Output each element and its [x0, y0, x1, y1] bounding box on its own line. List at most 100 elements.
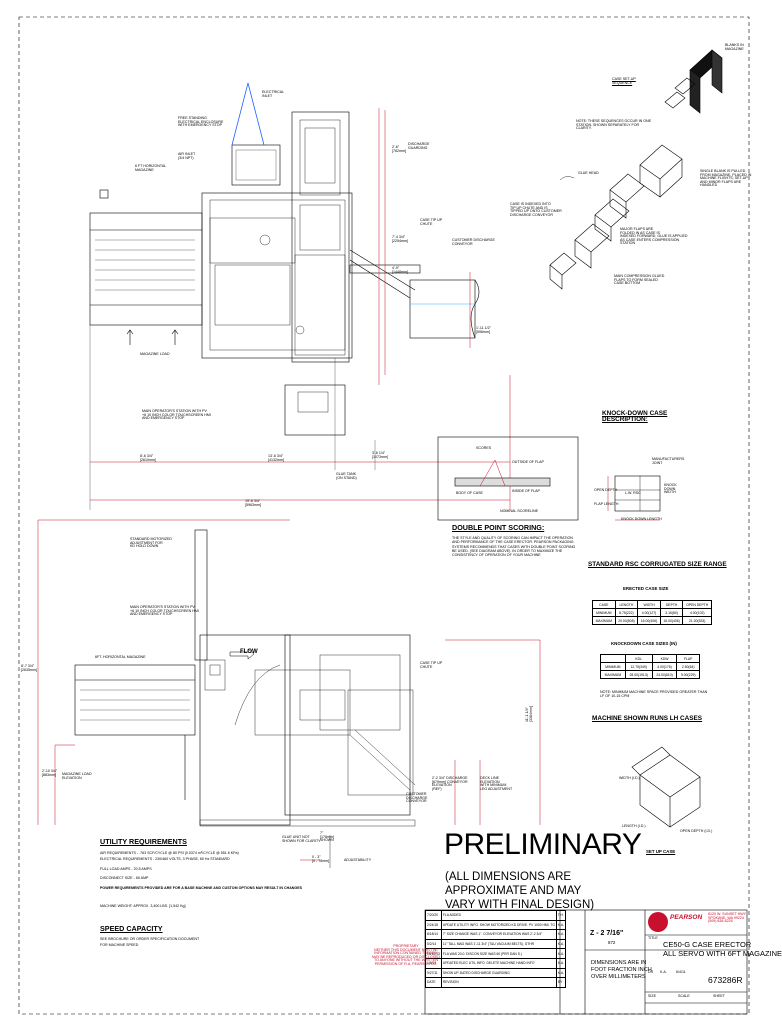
- utility-line-0: AIR REQUIREMENTS - .763 SCF/CYCLE @ 80 P…: [100, 851, 239, 855]
- label-discharge-conveyor-elevation: 2'-2 3/4" DISCHARGE [679mm] CONVEYOR ELE…: [432, 776, 468, 791]
- label-main-operator-bottom: MAIN OPERATOR'S STATION WITH PV +6 10 IN…: [130, 605, 199, 617]
- table-cell: MAXIMUM: [592, 616, 616, 625]
- scale-z: Z - 2 7/16": [590, 930, 624, 937]
- label-nominal-scoreline: NOMINAL SCORELINE: [500, 509, 539, 513]
- table-cell: OPEN DEPTH: [682, 600, 712, 609]
- case-setup-title: CASE SET-UP SEQUENCE: [612, 77, 636, 85]
- table-cell: 28.00(1913): [624, 670, 653, 679]
- table-cell: CASE: [592, 600, 616, 609]
- table-cell: 12.75(349): [624, 662, 653, 671]
- label-horizontal-magazine-top: 6 FT HORIZONTAL MAGAZINE: [135, 164, 167, 172]
- label-case-tip-up-top: CASE TIP UP CHUTE: [420, 218, 443, 226]
- table-cell: KDW: [651, 654, 678, 663]
- table-cell: 7/20/20: [425, 910, 442, 921]
- label-customer-discharge-top: CUSTOMER DISCHARGE CONVEYOR: [452, 238, 495, 246]
- dim-7-4-3-4: 7'-4 3/4" [2254mm]: [392, 235, 408, 243]
- table-cell: 2/24/18: [425, 919, 442, 931]
- table-cell: REVISION: [440, 977, 557, 988]
- dim-0-3: 0 - 3" [0 - 76mm]: [312, 855, 330, 863]
- label-case-indexed: CASE IS INDEXED INTO TIP UP CHUTE AND IS…: [510, 202, 562, 217]
- label-flow: FLOW: [240, 649, 258, 655]
- preliminary-title: PRELIMINARY: [444, 828, 642, 861]
- table-cell: FLA WAS 20.0. DISCON SIZE WAS 60 (PER DA…: [440, 948, 557, 959]
- dwg-no: 673286R: [708, 975, 743, 985]
- label-electrical-inlet: ELECTRICAL INLET: [262, 90, 285, 98]
- label-setup-note: NOTE: THESE SEQUENCES OCCUR IN ONE STATI…: [576, 119, 652, 131]
- dim-7: 7" [178mm] SHOWN: [320, 831, 334, 843]
- dim-8-6-3-4: 8'-6 3/4" [2610mm]: [140, 454, 156, 462]
- setup-case-title: SET UP CASE: [646, 849, 676, 854]
- label-lw-rsc: L.W. RSC: [625, 491, 641, 495]
- scale-label: SCALE: [678, 994, 690, 998]
- table-cell: DATE: [425, 977, 442, 988]
- label-open-depth: OPEN DEPTH: [594, 488, 618, 492]
- label-deck-line: DECK LINE ELEVATION WITH MINIMUM LEG ADJ…: [480, 776, 513, 791]
- table-cell: 24.00(610): [651, 670, 678, 679]
- label-glue-unit: GLUE UNIT NOT SHOWN FOR CLARITY: [282, 835, 321, 843]
- utility-title: UTILITY REQUIREMENTS: [100, 837, 187, 846]
- speed-title: SPEED CAPACITY: [100, 924, 163, 933]
- utility-line-3: DISCONNECT SIZE - 60 AMP: [100, 876, 149, 880]
- case-setup-sequence: [549, 49, 723, 290]
- kd-title: KNOCKDOWN CASE SIZES (IN): [611, 641, 677, 646]
- label-discharge-guarding: DISCHARGE GUARDING: [408, 142, 430, 150]
- label-knock-down-width: KNOCK DOWN WIDTH: [664, 483, 677, 495]
- label-customer-discharge-bottom: CUSTOMER DISCHARGE CONVEYOR: [406, 792, 428, 804]
- table-cell: 4.00(176): [651, 662, 678, 671]
- preliminary-subtitle: (ALL DIMENSIONS ARE APPROXIMATE AND MAY …: [445, 871, 595, 911]
- dimensions-note: DIMENSIONS ARE IN FOOT FRACTION INCH OVE…: [591, 960, 652, 980]
- label-outside-of-flap: OUTSIDE OF FLAP: [512, 460, 544, 464]
- dr-label: DR: [648, 970, 654, 974]
- table-cell: KDL: [624, 654, 653, 663]
- rsc-title: STANDARD RSC CORRUGATED SIZE RANGE: [588, 561, 727, 568]
- elevation-view: [37, 519, 541, 868]
- table-cell: 16.00(406): [659, 616, 684, 625]
- label-main-operator-top: MAIN OPERATOR'S STATION WITH PV +6 10 IN…: [142, 409, 211, 421]
- table-cell: MINIMUM: [600, 662, 626, 671]
- label-open-depth-id: OPEN DEPTH (I.D.): [680, 829, 713, 833]
- setup-case-diagram: [631, 746, 701, 828]
- company-address: 8120 W. SUNSET HWY SPOKANE, WA 99224 (50…: [708, 912, 747, 924]
- label-compressed: MAIN COMPRESSION GLUED FLAPS TO FORM SEA…: [614, 274, 665, 286]
- scoring-text: THE STYLE AND QUALITY OF SCORING CAN IMP…: [452, 536, 576, 558]
- label-standard-motorized: STANDARD MOTORIZED ADJUSTMENT FOR KD HOL…: [130, 537, 172, 549]
- scoring-title: DOUBLE POINT SCORING:: [452, 523, 545, 532]
- drawn-date: 6/4/11: [676, 970, 686, 974]
- table-cell: K.A.: [555, 938, 567, 950]
- sheet-border: [18, 16, 750, 1015]
- table-cell: 4.00(102): [682, 608, 712, 617]
- scoring-diagram: [437, 436, 579, 521]
- table-cell: MINIMUM: [592, 608, 616, 617]
- dim-8-7-3-4: 8'-7 3/4" [2635mm]: [21, 664, 37, 672]
- label-glue-tank: GLUE TANK (ON STAND): [336, 472, 357, 480]
- knockdown-diagram: [607, 475, 661, 521]
- table-cell: T.H.: [555, 910, 567, 921]
- table-cell: 7" SIZE CHANGE WAS 1". CONVEYOR ELEVATIO…: [440, 929, 557, 940]
- label-body-of-case: BODY OF CASE: [456, 491, 483, 495]
- title-block-frame: [424, 909, 748, 1015]
- table-cell: 20.00(508): [614, 616, 639, 625]
- runs-title: MACHINE SHOWN RUNS LH CASES: [592, 715, 703, 722]
- utility-line-2: FULL LOAD AMPS - 20.5 AMPS: [100, 867, 152, 871]
- table-cell: UPDATE UTILITY INFO. SHOW MOTORIZED KD D…: [440, 919, 557, 931]
- table-cell: 8/18/14: [425, 929, 442, 940]
- drawing-title: CE50-G CASE ERECTOR ALL SERVO WITH 6FT M…: [663, 940, 782, 959]
- label-air-inlet: AIR INLET (3/4 NPT): [178, 152, 196, 160]
- scale-sub: 872: [608, 940, 616, 945]
- label-magazine-load-elevation: MAGAZINE LOAD ELEVATION: [62, 772, 92, 780]
- label-length-id: LENGTH (I.D.): [622, 824, 646, 828]
- dim-11-1-4: 11'-1 1/4" [3384mm]: [525, 706, 533, 722]
- table-cell: SHOW UP-DATED DISCHARGE GUARDING: [440, 967, 557, 979]
- table-cell: 9/27/11: [425, 967, 442, 979]
- label-manufacturers-joint: MANUFACTURERS JOINT: [652, 457, 685, 465]
